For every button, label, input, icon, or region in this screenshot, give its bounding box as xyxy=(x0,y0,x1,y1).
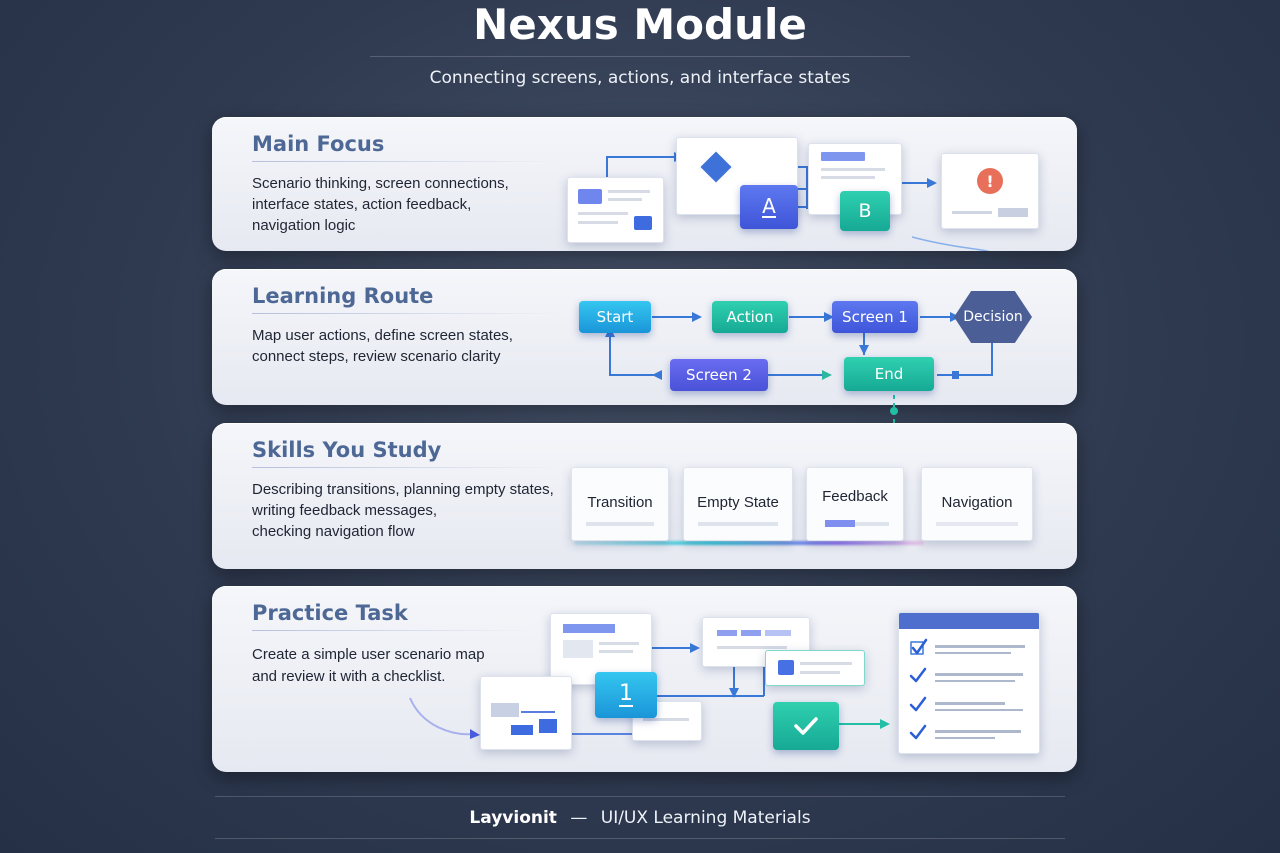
footer: Layvionit — UI/UX Learning Materials xyxy=(0,806,1280,830)
card-text-line: interface states, action feedback, xyxy=(252,196,472,213)
alert-icon: ! xyxy=(977,168,1003,194)
footer-divider-bottom xyxy=(215,838,1065,839)
route-node-end: End xyxy=(844,357,934,391)
card-text-line: writing feedback messages, xyxy=(252,502,438,519)
card-text-line: navigation logic xyxy=(252,217,356,234)
card-text-line: connect steps, review scenario clarity xyxy=(252,348,501,365)
card-title: Practice Task xyxy=(252,601,408,625)
screen-thumbnail xyxy=(567,177,664,243)
card-divider xyxy=(252,313,562,314)
step-node-1: 1 xyxy=(595,672,657,718)
title-divider xyxy=(370,56,910,57)
notification-thumbnail xyxy=(765,650,865,686)
page-subtitle: Connecting screens, actions, and interfa… xyxy=(429,68,851,88)
skills-glow-bar xyxy=(574,541,924,545)
screen-thumbnail xyxy=(480,676,572,750)
checklist-panel xyxy=(898,612,1040,754)
card-divider xyxy=(252,630,532,631)
card-title: Skills You Study xyxy=(252,438,442,462)
footer-text: UI/UX Learning Materials xyxy=(600,808,811,828)
card-divider xyxy=(252,467,562,468)
card-title: Learning Route xyxy=(252,284,434,308)
checklist-items xyxy=(909,638,1025,740)
card-text-line: Scenario thinking, screen connections, xyxy=(252,175,509,192)
card-text-line: checking navigation flow xyxy=(252,523,415,540)
learning-route-connectors xyxy=(605,312,993,433)
skill-card-transition: Transition xyxy=(571,467,669,541)
card-main-focus: Main Focus Scenario thinking, screen con… xyxy=(212,117,1077,251)
node-a: A xyxy=(740,185,798,229)
footer-divider-top xyxy=(215,796,1065,797)
page-title: Nexus Module xyxy=(473,0,807,49)
card-text-line: Create a simple user scenario map xyxy=(252,646,485,663)
skill-card-empty-state: Empty State xyxy=(683,467,793,541)
route-node-screen-2: Screen 2 xyxy=(670,359,768,391)
footer-brand: Layvionit xyxy=(469,808,557,828)
route-node-screen-1: Screen 1 xyxy=(832,301,918,333)
alert-screen-thumbnail: ! xyxy=(941,153,1039,229)
route-node-decision: Decision xyxy=(954,291,1032,343)
route-node-start: Start xyxy=(579,301,651,333)
card-skills: Skills You Study Describing transitions,… xyxy=(212,423,1077,569)
card-practice-task: Practice Task Create a simple user scena… xyxy=(212,586,1077,772)
card-divider xyxy=(252,161,562,162)
card-text-line: Describing transitions, planning empty s… xyxy=(252,481,554,498)
checkmark-icon xyxy=(794,717,818,735)
footer-separator: — xyxy=(570,808,588,828)
card-title: Main Focus xyxy=(252,132,385,156)
checkbox-checked-icon xyxy=(909,638,928,740)
diamond-icon xyxy=(700,151,732,183)
skill-card-navigation: Navigation xyxy=(921,467,1033,541)
card-learning-route: Learning Route Map user actions, define … xyxy=(212,269,1077,433)
skill-card-feedback: Feedback xyxy=(806,467,904,541)
card-text-line: Map user actions, define screen states, xyxy=(252,327,513,344)
checkmark-node xyxy=(773,702,839,750)
route-node-action: Action xyxy=(712,301,788,333)
card-text-line: and review it with a checklist. xyxy=(252,668,446,685)
node-b: B xyxy=(840,191,890,231)
